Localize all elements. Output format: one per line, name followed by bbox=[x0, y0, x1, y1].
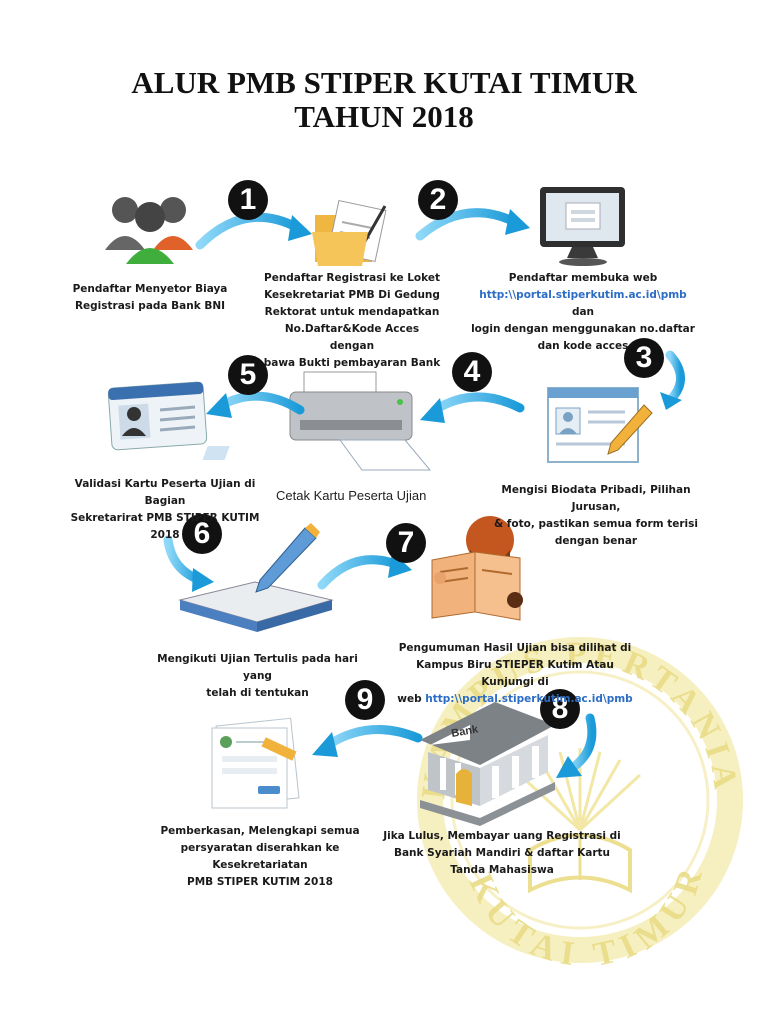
step-7-line: Kampus Biru STIEPER Kutim Atau Kunjungi … bbox=[416, 659, 614, 688]
step-9-caption: Pemberkasan, Melengkapi semua persyarata… bbox=[140, 823, 380, 891]
bank-sign: Bank bbox=[450, 723, 479, 740]
step-8-line: Tanda Mahasiswa bbox=[450, 864, 554, 876]
step-2-line: login dengan menggunakan no.daftar bbox=[471, 323, 695, 335]
step-3-line: dengan benar bbox=[554, 535, 638, 547]
step-1-line: Pendaftar Registrasi ke Loket bbox=[264, 272, 440, 284]
flow-arrow-5 bbox=[217, 391, 305, 415]
step-7-line: Pengumuman Hasil Ujian bisa dilihat di bbox=[398, 642, 632, 654]
step-2-caption: Pendaftar membuka web http:\\portal.stip… bbox=[468, 270, 698, 355]
folder-document-icon bbox=[312, 199, 387, 266]
documents-icon bbox=[211, 717, 300, 809]
step-8-caption: Jika Lulus, Membayar uang Registrasi di … bbox=[382, 828, 622, 879]
monitor-login-icon bbox=[540, 187, 625, 266]
step-7-link-prefix: web bbox=[397, 693, 426, 705]
id-card-icon bbox=[107, 381, 208, 451]
flow-arrow-1 bbox=[195, 212, 303, 250]
step-badge-7: 7 bbox=[386, 523, 426, 563]
step-1-line: No.Daftar&Kode Acces dengan bbox=[284, 323, 420, 352]
step-1-caption: Pendaftar Registrasi ke Loket Kesekretar… bbox=[262, 270, 442, 372]
portal-link[interactable]: http:\\portal.stiperkutim.ac.id\pmb bbox=[479, 289, 687, 301]
step-6-line: telah di tentukan bbox=[206, 687, 309, 699]
flow-arrow-3 bbox=[665, 350, 685, 403]
step-9-line: PMB STIPER KUTIM 2018 bbox=[187, 876, 333, 888]
step-9-line: Pemberkasan, Melengkapi semua bbox=[160, 825, 360, 837]
step-6-caption: Mengikuti Ujian Tertulis pada hari yang … bbox=[145, 651, 370, 702]
flow-arrow-4 bbox=[430, 392, 525, 415]
step-5-caption: Validasi Kartu Peserta Ujian di Bagian S… bbox=[55, 476, 275, 544]
start-caption-line: Pendaftar Menyetor Biaya bbox=[72, 283, 228, 295]
step-1-line: Rektorat untuk mendapatkan bbox=[264, 306, 440, 318]
start-caption: Pendaftar Menyetor Biaya Registrasi pada… bbox=[60, 281, 240, 315]
step-badge-1: 1 bbox=[228, 180, 268, 220]
newspaper-reader-icon bbox=[431, 516, 523, 621]
page-title: ALUR PMB STIPER KUTAI TIMUR bbox=[131, 65, 637, 100]
flow-arrow-7 bbox=[317, 555, 403, 590]
step-8-line: Jika Lulus, Membayar uang Registrasi di bbox=[383, 830, 621, 842]
step-2-line: dan kode acces bbox=[537, 340, 629, 352]
step-7-link-line: web http:\\portal.stiperkutim.ac.id\pmb bbox=[390, 691, 640, 708]
step-5-line: Sekretarirat PMB STIPER KUTIM 2018 bbox=[70, 512, 260, 541]
step-badge-9: 9 bbox=[345, 680, 385, 720]
step-3-caption: Mengisi Biodata Pribadi, Pilihan Jurusan… bbox=[486, 482, 706, 550]
users-icon bbox=[105, 197, 193, 264]
step-6-line: Mengikuti Ujian Tertulis pada hari yang bbox=[157, 653, 358, 682]
step-3-line: Mengisi Biodata Pribadi, Pilihan Jurusan… bbox=[501, 484, 691, 513]
flow-arrow-9 bbox=[323, 725, 423, 750]
bank-building-icon: Bank bbox=[420, 702, 555, 826]
page-subtitle-year: TAHUN 2018 bbox=[294, 99, 474, 134]
step-5-line: Validasi Kartu Peserta Ujian di Bagian bbox=[74, 478, 256, 507]
step-3-line: & foto, pastikan semua form terisi bbox=[494, 518, 698, 530]
flow-arrow-8 bbox=[567, 713, 597, 773]
biodata-form-icon bbox=[547, 387, 653, 463]
step-2-link-line: http:\\portal.stiperkutim.ac.id\pmb dan bbox=[468, 287, 698, 321]
start-caption-line: Registrasi pada Bank BNI bbox=[74, 300, 226, 312]
step-9-line: persyaratan diserahkan ke Kesekretariata… bbox=[180, 842, 340, 871]
step-4-caption: Cetak Kartu Peserta Ujian bbox=[276, 488, 427, 503]
step-2-line: Pendaftar membuka web bbox=[508, 272, 658, 284]
step-8-line: Bank Syariah Mandiri & daftar Kartu bbox=[393, 847, 611, 859]
portal-link[interactable]: http:\\portal.stiperkutim.ac.id\pmb bbox=[425, 693, 633, 705]
step-badge-3: 3 bbox=[624, 338, 664, 378]
step-badge-8: 8 bbox=[540, 689, 580, 729]
step-1-line: bawa Bukti pembayaran Bank bbox=[263, 357, 441, 369]
step-1-line: Kesekretariat PMB Di Gedung bbox=[264, 289, 440, 301]
book-pencil-icon bbox=[178, 523, 334, 632]
flow-arrow-2 bbox=[415, 208, 520, 241]
printer-icon bbox=[202, 371, 432, 471]
step-badge-6: 6 bbox=[182, 514, 222, 554]
step-badge-2: 2 bbox=[418, 180, 458, 220]
step-7-caption: Pengumuman Hasil Ujian bisa dilihat di K… bbox=[390, 640, 640, 708]
step-badge-5: 5 bbox=[228, 355, 268, 395]
step-badge-4: 4 bbox=[452, 352, 492, 392]
step-2-link-suffix: dan bbox=[571, 306, 595, 318]
